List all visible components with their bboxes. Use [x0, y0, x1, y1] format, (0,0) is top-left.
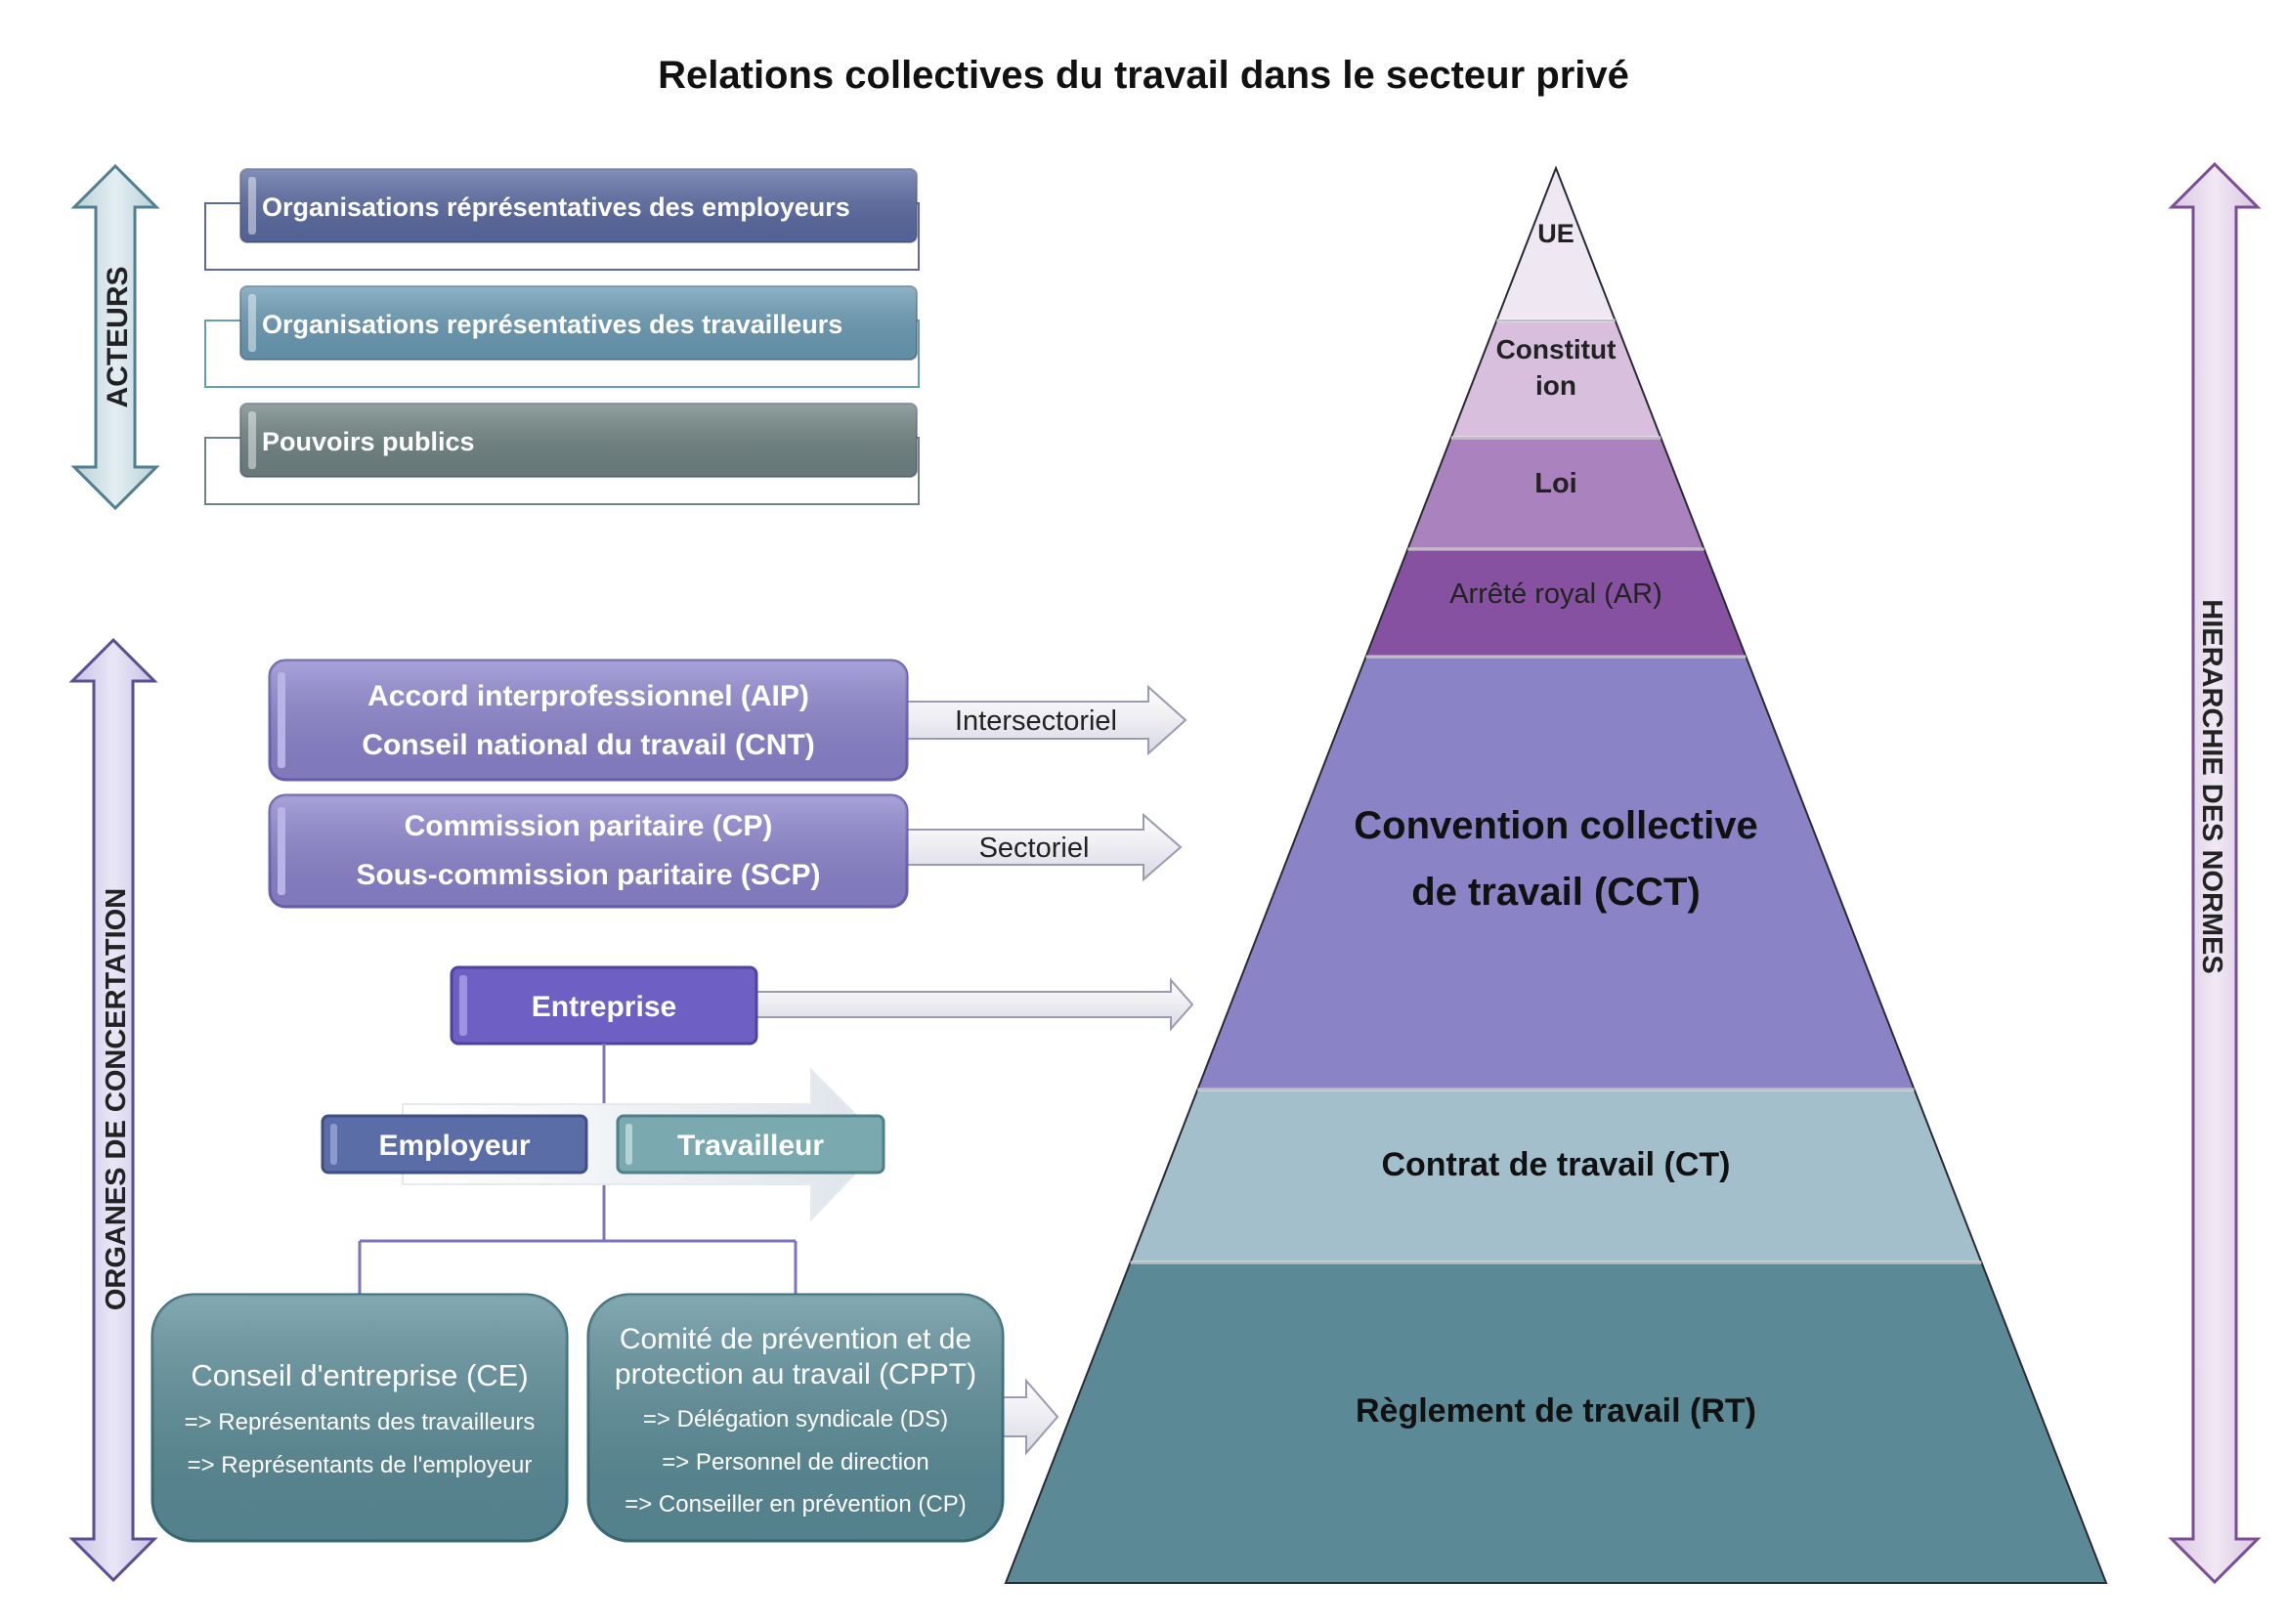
ce-line-2: => Représentants de l'employeur: [188, 1452, 533, 1478]
pyramid-level: Loi: [1405, 436, 1706, 550]
entreprise-arrow: [755, 977, 1194, 1032]
cppt-line-1: => Délégation syndicale (DS): [643, 1406, 948, 1432]
cppt-arrow: [1000, 1378, 1059, 1456]
organes-double-arrow: ORGANES DE CONCERTATION: [68, 637, 158, 1583]
interpro-block: Intersectoriel Accord interprofessionnel…: [268, 659, 1187, 782]
acteurs-double-arrow: ACTEURS: [70, 163, 160, 511]
org-chart-connectors: [358, 1044, 798, 1295]
cppt-block: Comité de prévention et de protection au…: [586, 1293, 1059, 1543]
pyramid-level: Règlement de travail (RT): [1004, 1261, 2108, 1584]
intersectoriel-label: Intersectoriel: [955, 705, 1117, 737]
travailleur-block: Travailleur: [616, 1114, 885, 1175]
entreprise-label: Entreprise: [532, 991, 676, 1023]
pyramid-level-label: UE: [1537, 219, 1574, 248]
acteur-item: Organisations représentatives des travai…: [204, 285, 920, 388]
travailleur-label: Travailleur: [677, 1130, 824, 1162]
employeur-block: Employeur: [321, 1114, 588, 1175]
pyramid-level: UE: [1494, 165, 1617, 321]
pyramid-level: Convention collective de travail (CCT): [1195, 655, 1917, 1090]
cppt-line-2: => Personnel de direction: [662, 1449, 929, 1475]
aip-label: Accord interprofessionnel (AIP): [367, 680, 809, 712]
pyramid-level-label: Loi: [1534, 468, 1577, 499]
organes-label: ORGANES DE CONCERTATION: [101, 888, 132, 1310]
hierarchie-double-arrow: HIERARCHIE DES NORMES: [2168, 161, 2262, 1585]
ce-block: Conseil d'entreprise (CE) => Représentan…: [151, 1293, 569, 1543]
pyramid-level: Constitut ion: [1449, 319, 1662, 439]
cp-label: Commission paritaire (CP): [405, 810, 773, 842]
acteur-label: Pouvoirs publics: [262, 427, 475, 456]
acteur-label: Organisations représentatives des travai…: [262, 310, 842, 339]
pyramid-level: Contrat de travail (CT): [1129, 1088, 1983, 1263]
pyramid-level: Arrêté royal (AR): [1364, 547, 1747, 658]
page-title: Relations collectives du travail dans le…: [658, 54, 1629, 97]
sectoriel-block: Sectoriel Commission paritaire (CP) Sous…: [268, 793, 1183, 909]
hierarchie-label: HIERARCHIE DES NORMES: [2196, 599, 2227, 974]
pyramid-level-label: de travail (CCT): [1411, 871, 1701, 914]
employeur-label: Employeur: [378, 1130, 530, 1162]
cnt-label: Conseil national du travail (CNT): [362, 729, 814, 761]
ce-line-1: => Représentants des travailleurs: [185, 1409, 536, 1435]
entreprise-block: Entreprise: [450, 965, 1194, 1046]
pyramid-level-label: ion: [1535, 370, 1576, 401]
ce-title: Conseil d'entreprise (CE): [191, 1358, 528, 1392]
cppt-line-3: => Conseiller en prévention (CP): [625, 1491, 967, 1517]
cppt-title-2: protection au travail (CPPT): [615, 1358, 976, 1390]
sectoriel-arrow: [903, 812, 1183, 882]
employeur-box: [321, 1114, 588, 1175]
cppt-title-1: Comité de prévention et de: [620, 1323, 971, 1355]
pyramid-level-label: Arrêté royal (AR): [1449, 578, 1662, 610]
acteur-item: Organisations réprésentatives des employ…: [204, 168, 920, 271]
sectoriel-label: Sectoriel: [979, 833, 1090, 864]
acteur-item: Pouvoirs publics: [204, 403, 920, 505]
intersectoriel-arrow: [903, 684, 1187, 756]
travailleur-box: [616, 1114, 885, 1175]
acteur-label: Organisations réprésentatives des employ…: [262, 192, 850, 222]
pyramid-level-label: Constitut: [1496, 334, 1617, 364]
pyramid-level-label: Contrat de travail (CT): [1381, 1146, 1730, 1183]
acteurs-list: Organisations réprésentatives des employ…: [204, 168, 920, 505]
scp-label: Sous-commission paritaire (SCP): [356, 859, 820, 891]
pyramid-level-label: Convention collective: [1354, 804, 1757, 847]
pyramid-level-label: Règlement de travail (RT): [1356, 1392, 1756, 1430]
acteurs-label: ACTEURS: [102, 266, 134, 407]
